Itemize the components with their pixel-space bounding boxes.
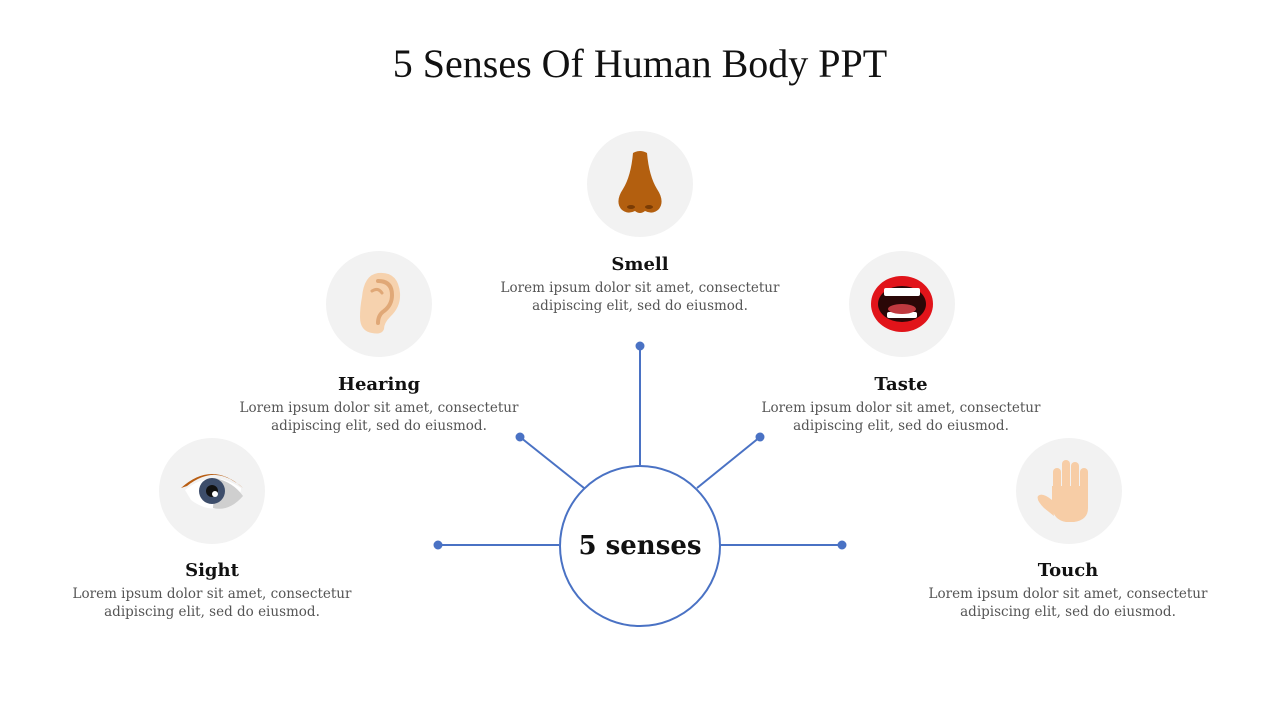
touch-icon-circle: [1016, 438, 1122, 544]
hearing-icon-circle: [326, 251, 432, 357]
connector-dot-touch: [837, 540, 847, 550]
eye-icon: [181, 474, 243, 509]
hub-circle: 5 senses: [559, 465, 721, 627]
sense-desc-touch: Lorem ipsum dolor sit amet, consectetur …: [928, 586, 1208, 620]
sense-title-hearing: Hearing: [337, 374, 421, 395]
sense-desc-taste: Lorem ipsum dolor sit amet, consectetur …: [761, 400, 1041, 434]
hub-label: 5 senses: [578, 531, 702, 561]
connector-taste: [696, 436, 761, 489]
sense-desc-sight: Lorem ipsum dolor sit amet, consectetur …: [72, 586, 352, 620]
connector-dot-smell: [635, 341, 645, 351]
mouth-icon: [871, 276, 933, 332]
page-title: 5 Senses Of Human Body PPT: [392, 41, 888, 86]
connector-dot-sight: [433, 540, 443, 550]
connector-dot-taste: [755, 432, 765, 442]
sense-desc-smell: Lorem ipsum dolor sit amet, consectetur …: [500, 280, 780, 314]
sense-desc-hearing: Lorem ipsum dolor sit amet, consectetur …: [239, 400, 519, 434]
smell-icon-circle: [587, 131, 693, 237]
hand-icon: [1037, 460, 1088, 522]
sense-title-smell: Smell: [611, 254, 669, 275]
sense-title-sight: Sight: [185, 560, 239, 581]
sight-icon-circle: [159, 438, 265, 544]
taste-icon-circle: [849, 251, 955, 357]
nose-icon: [618, 151, 662, 213]
ear-icon: [360, 272, 401, 334]
connector-dot-hearing: [515, 432, 525, 442]
connector-hearing: [519, 436, 585, 489]
sense-title-taste: Taste: [874, 374, 928, 395]
sense-title-touch: Touch: [1037, 560, 1099, 581]
